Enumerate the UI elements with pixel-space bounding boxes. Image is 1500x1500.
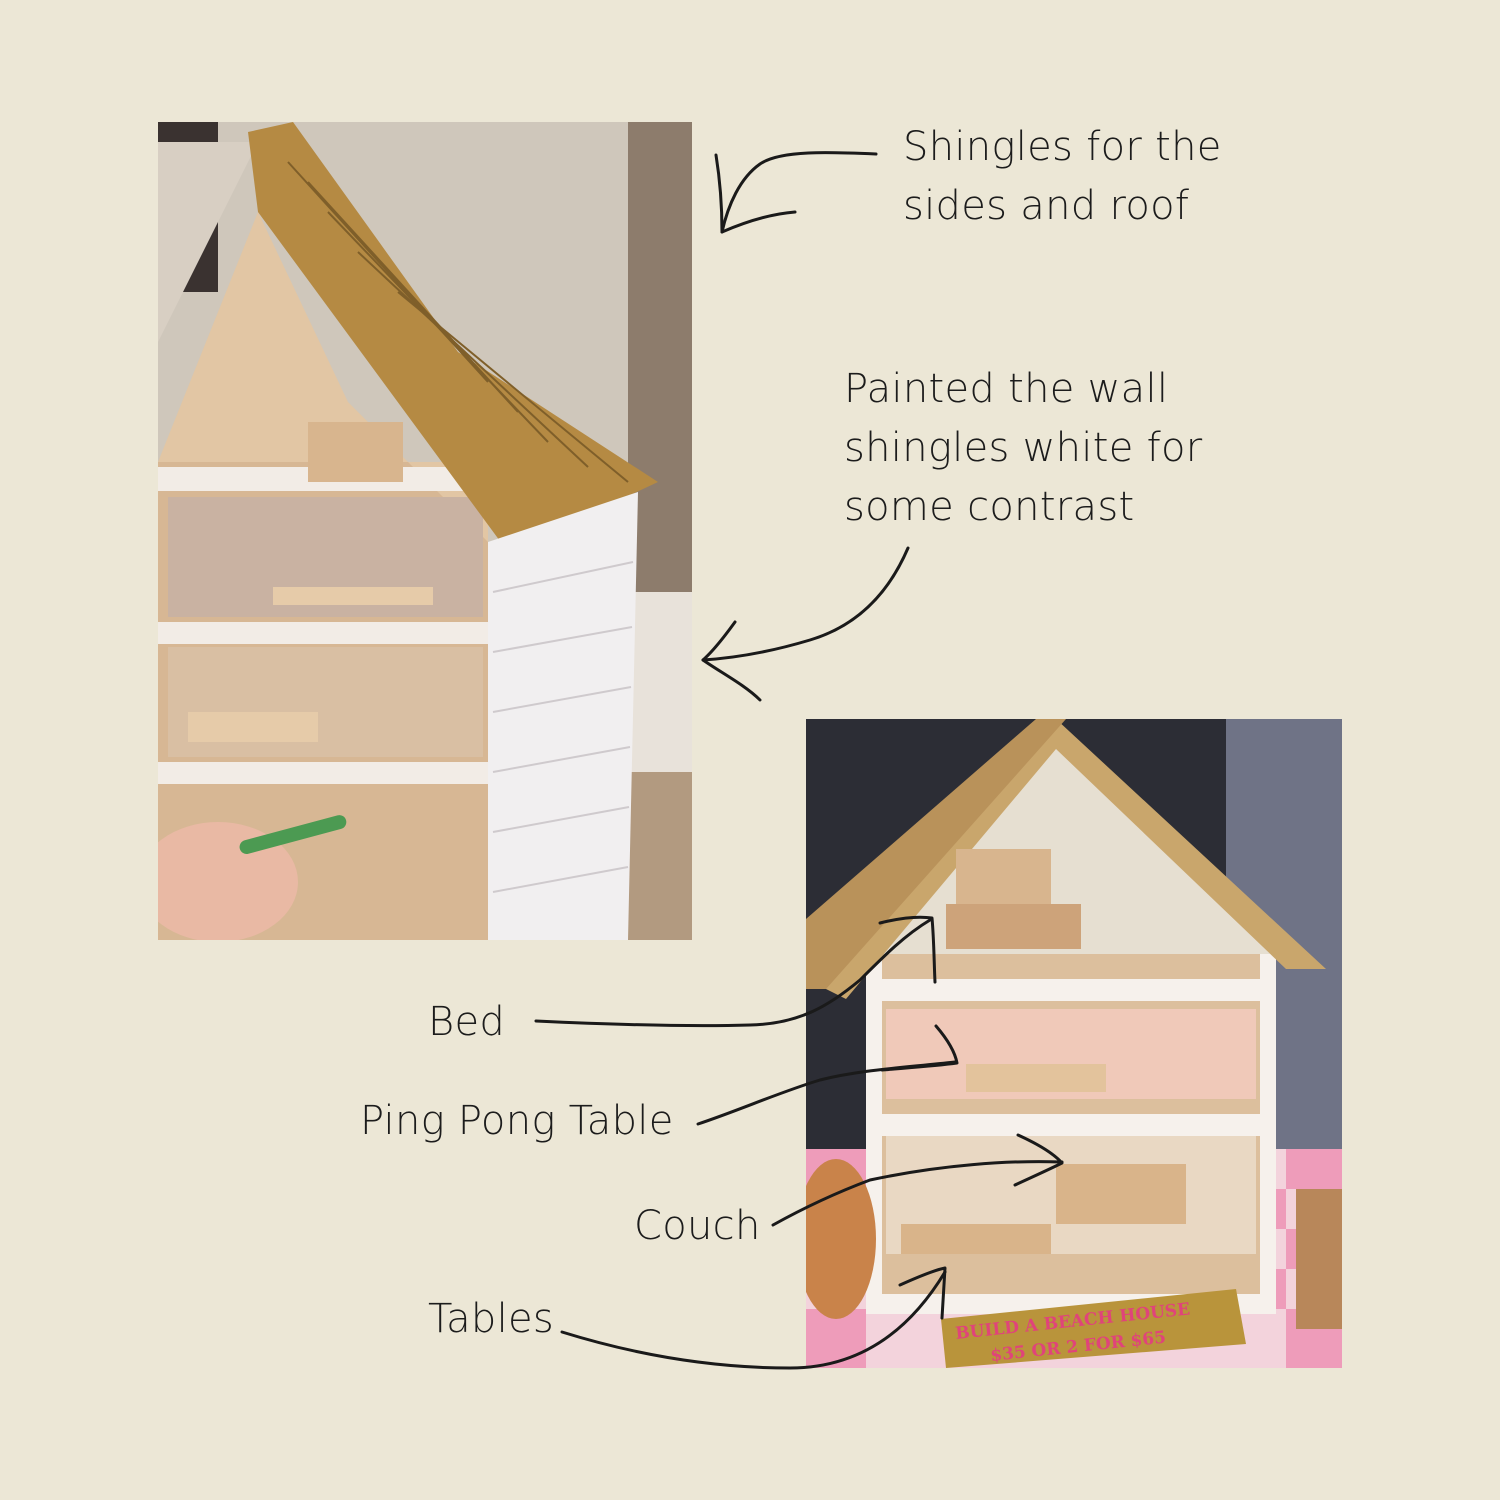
dollhouse-in-progress-illustration (158, 122, 692, 940)
arrow-painted (701, 546, 910, 662)
note-shingles-line-2: sides and roof (903, 183, 1190, 229)
note-painted-line-2: shingles white for (844, 425, 1203, 471)
label-ping-pong-table: Ping Pong Table (360, 1098, 674, 1144)
arrow-shingles (720, 151, 878, 234)
photo-finished-dollhouse: BUILD A BEACH HOUSE $35 OR 2 FOR $65 (806, 719, 1342, 1368)
note-painted-line-1: Painted the wall (844, 366, 1169, 412)
note-painted-wall: Painted the wall shingles white for some… (844, 360, 1203, 537)
label-bed: Bed (428, 999, 506, 1045)
note-shingles: Shingles for the sides and roof (903, 118, 1222, 236)
arrow-shingles-head (714, 153, 797, 234)
label-tables: Tables (428, 1296, 555, 1342)
label-couch: Couch (634, 1203, 761, 1249)
note-shingles-line-1: Shingles for the (903, 124, 1222, 170)
arrow-painted-head (701, 620, 762, 702)
note-painted-line-3: some contrast (844, 484, 1135, 530)
finished-dollhouse-illustration: BUILD A BEACH HOUSE $35 OR 2 FOR $65 (806, 719, 1342, 1368)
photo-dollhouse-in-progress (158, 122, 692, 940)
